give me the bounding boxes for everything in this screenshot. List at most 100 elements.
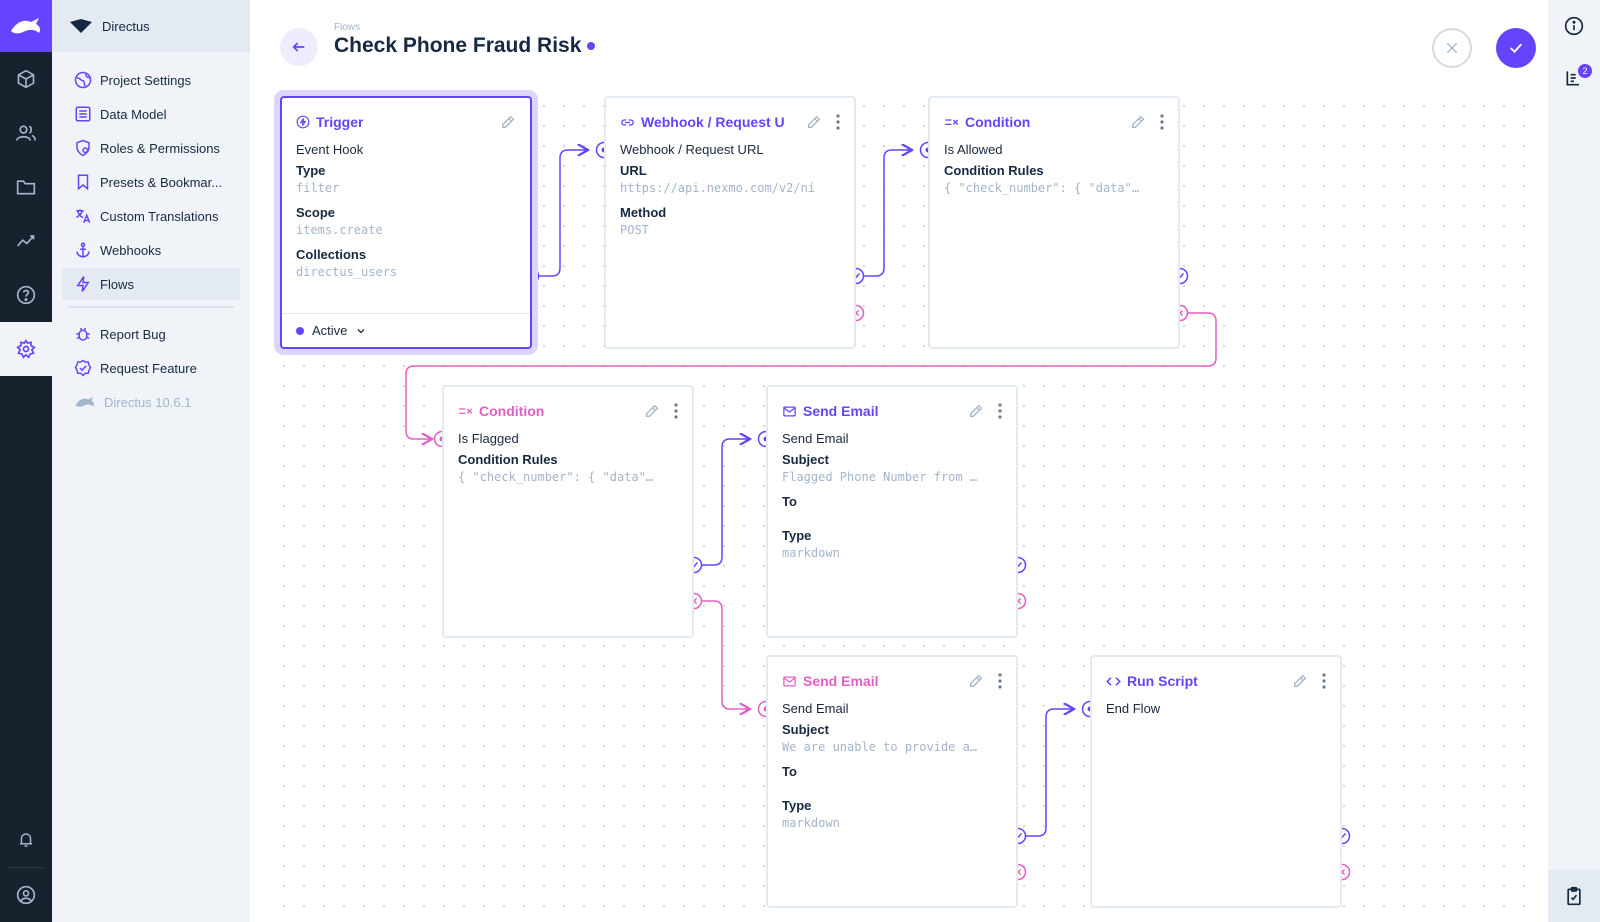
close-icon bbox=[1446, 42, 1458, 54]
logs-button[interactable]: 2 bbox=[1548, 52, 1600, 104]
field-label: Type bbox=[782, 798, 812, 813]
page-title: Check Phone Fraud Risk bbox=[334, 34, 596, 58]
panel-subtitle: Is Allowed bbox=[944, 142, 1003, 157]
nav-item-label: Presets & Bookmar... bbox=[100, 174, 223, 190]
field-value: We are unable to provide a… bbox=[782, 740, 978, 754]
notifications-bell-icon[interactable] bbox=[0, 813, 52, 867]
nav-item-label: Roles & Permissions bbox=[100, 140, 220, 156]
nav-item-label: Webhooks bbox=[100, 242, 162, 258]
nav-item-data-model[interactable]: Data Model bbox=[62, 98, 240, 130]
logs-list-icon bbox=[1566, 71, 1579, 86]
bolt-icon bbox=[76, 276, 90, 292]
send-email-unable-panel[interactable]: Send Email Send Email Subject We are una… bbox=[766, 655, 1018, 908]
clipboard-icon bbox=[1567, 886, 1581, 906]
rabbit-logo-icon bbox=[11, 18, 40, 34]
nav-item-request-feature[interactable]: Request Feature bbox=[62, 352, 240, 384]
shield-icon bbox=[76, 139, 90, 157]
field-label: Type bbox=[296, 163, 326, 178]
field-label: Collections bbox=[296, 247, 367, 262]
field-label: Type bbox=[782, 528, 812, 543]
panel-header: Condition bbox=[944, 112, 1164, 132]
version-label: Directus 10.6.1 bbox=[104, 394, 192, 410]
directus-rabbit-icon bbox=[75, 396, 94, 407]
more-vertical-icon[interactable] bbox=[1322, 673, 1326, 689]
info-button[interactable] bbox=[1548, 0, 1600, 52]
field-value: Flagged Phone Number from … bbox=[782, 470, 978, 484]
logs-count-badge: 2 bbox=[1578, 64, 1592, 78]
mail-icon bbox=[783, 406, 796, 416]
nav-item-presets-bookmarks[interactable]: Presets & Bookmar... bbox=[62, 166, 240, 198]
edit-pencil-icon[interactable] bbox=[1130, 114, 1146, 130]
trigger-panel[interactable]: Trigger Event Hook Type filter Scope ite… bbox=[280, 96, 532, 349]
insights-module-icon[interactable] bbox=[0, 214, 52, 268]
panel-subtitle: End Flow bbox=[1106, 701, 1161, 716]
status-toggle[interactable]: Active bbox=[282, 313, 530, 347]
save-button[interactable] bbox=[1496, 28, 1536, 68]
bolt-circle-icon bbox=[296, 115, 310, 129]
field-label: To bbox=[782, 494, 797, 509]
more-vertical-icon[interactable] bbox=[674, 403, 678, 419]
field-value: items.create bbox=[296, 223, 383, 237]
nav-item-roles-permissions[interactable]: Roles & Permissions bbox=[62, 132, 240, 164]
run-script-panel[interactable]: Run Script End Flow bbox=[1090, 655, 1342, 908]
clipboard-button[interactable] bbox=[1548, 870, 1600, 922]
nav-item-label: Flows bbox=[100, 276, 134, 292]
panel-title: Condition bbox=[479, 403, 545, 419]
panel-title: Send Email bbox=[803, 403, 879, 419]
panel-header: Webhook / Request U bbox=[620, 112, 840, 132]
files-module-icon[interactable] bbox=[0, 160, 52, 214]
project-name: Directus bbox=[102, 18, 150, 34]
users-module-icon[interactable] bbox=[0, 106, 52, 160]
info-icon bbox=[1564, 16, 1584, 36]
project-logo-icon bbox=[70, 19, 92, 33]
edit-pencil-icon[interactable] bbox=[968, 403, 984, 419]
more-vertical-icon[interactable] bbox=[836, 114, 840, 130]
field-value-empty bbox=[782, 512, 1002, 518]
field-label: Condition Rules bbox=[944, 163, 1044, 178]
unsaved-indicator bbox=[587, 42, 596, 50]
content-module-icon[interactable] bbox=[0, 52, 52, 106]
rule-icon bbox=[945, 118, 959, 125]
rule-icon bbox=[459, 407, 473, 414]
settings-navigation: Directus Project Settings Data Model Rol… bbox=[52, 0, 250, 922]
more-vertical-icon[interactable] bbox=[1160, 114, 1164, 130]
nav-item-version[interactable]: Directus 10.6.1 bbox=[62, 386, 240, 418]
nav-item-project-settings[interactable]: Project Settings bbox=[62, 64, 240, 96]
back-button[interactable] bbox=[280, 28, 318, 66]
field-value: filter bbox=[296, 181, 340, 195]
field-value: markdown bbox=[782, 546, 840, 560]
help-module-icon[interactable] bbox=[0, 268, 52, 322]
field-label: To bbox=[782, 764, 797, 779]
settings-module-icon[interactable] bbox=[0, 322, 52, 376]
user-account-icon[interactable] bbox=[0, 868, 52, 922]
edit-pencil-icon[interactable] bbox=[644, 403, 660, 419]
field-value: POST bbox=[620, 223, 649, 237]
webhook-panel[interactable]: Webhook / Request U Webhook / Request UR… bbox=[604, 96, 856, 349]
nav-item-custom-translations[interactable]: Custom Translations bbox=[62, 200, 240, 232]
status-dot bbox=[296, 326, 304, 335]
nav-item-label: Custom Translations bbox=[100, 208, 219, 224]
code-icon bbox=[1106, 676, 1121, 686]
panel-header: Send Email bbox=[782, 671, 1002, 691]
nav-item-report-bug[interactable]: Report Bug bbox=[62, 318, 240, 350]
breadcrumb[interactable]: Flows bbox=[334, 22, 361, 33]
mail-icon bbox=[783, 676, 796, 686]
send-email-flagged-panel[interactable]: Send Email Send Email Subject Flagged Ph… bbox=[766, 385, 1018, 638]
panel-subtitle: Send Email bbox=[782, 431, 849, 446]
condition-allowed-panel[interactable]: Condition Is Allowed Condition Rules { "… bbox=[928, 96, 1180, 349]
cancel-button[interactable] bbox=[1432, 28, 1472, 68]
nav-item-label: Data Model bbox=[100, 106, 167, 122]
more-vertical-icon[interactable] bbox=[998, 403, 1002, 419]
more-vertical-icon[interactable] bbox=[998, 673, 1002, 689]
right-sidebar: 2 bbox=[1548, 0, 1600, 922]
edit-pencil-icon[interactable] bbox=[968, 673, 984, 689]
edit-pencil-icon[interactable] bbox=[1292, 673, 1308, 689]
project-header[interactable]: Directus bbox=[52, 0, 250, 52]
edit-pencil-icon[interactable] bbox=[500, 114, 516, 130]
directus-logo[interactable] bbox=[0, 0, 52, 52]
edit-pencil-icon[interactable] bbox=[806, 114, 822, 130]
nav-item-webhooks[interactable]: Webhooks bbox=[62, 234, 240, 266]
nav-item-flows[interactable]: Flows bbox=[62, 268, 240, 300]
page-header: Flows Check Phone Fraud Risk bbox=[250, 0, 1548, 92]
condition-flagged-panel[interactable]: Condition Is Flagged Condition Rules { "… bbox=[442, 385, 694, 638]
